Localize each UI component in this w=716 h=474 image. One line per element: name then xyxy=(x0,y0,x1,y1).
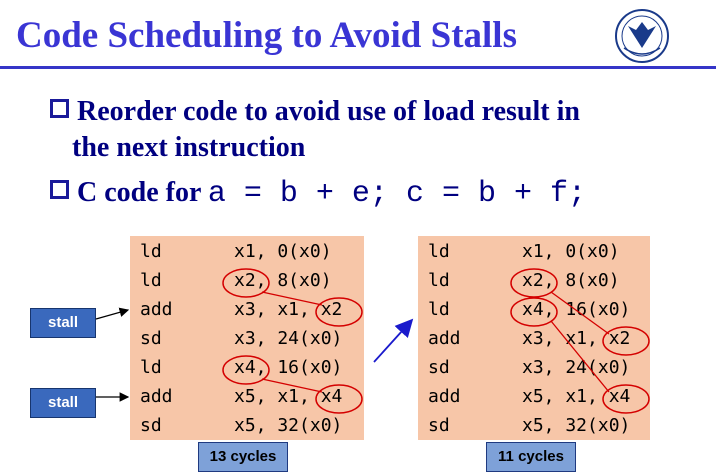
bullet-reorder-line1: Reorder code to avoid use of load result… xyxy=(77,96,580,127)
title-divider xyxy=(0,66,716,69)
opcode: ld xyxy=(140,357,162,378)
opcode: add xyxy=(428,386,461,407)
stall-label: stall xyxy=(30,388,96,418)
opcode: sd xyxy=(140,328,162,349)
original-code-block: ld x1, 0(x0) ld x2, 8(x0) add x3, x1, x2 sd… xyxy=(130,236,364,440)
opcode: sd xyxy=(140,415,162,436)
cycle-count-original: 13 cycles xyxy=(198,442,288,472)
opcode: ld xyxy=(428,299,450,320)
bullet-reorder: Reorder code to avoid use of load result… xyxy=(50,96,580,128)
university-logo xyxy=(615,9,669,63)
c-code-snippet: a = b + e; c = b + f; xyxy=(207,177,586,211)
slide-title: Code Scheduling to Avoid Stalls xyxy=(16,15,517,56)
opcode: add xyxy=(428,328,461,349)
opcode: add xyxy=(140,386,173,407)
cycle-count-scheduled: 11 cycles xyxy=(486,442,576,472)
operands: x2, 8(x0) xyxy=(234,270,332,291)
operands: x1, 0(x0) xyxy=(234,241,332,262)
operands: x2, 8(x0) xyxy=(522,270,620,291)
operands: x1, 0(x0) xyxy=(522,241,620,262)
bullet-c-code: C code for a = b + e; c = b + f; xyxy=(50,177,586,211)
operands: x5, 32(x0) xyxy=(234,415,343,436)
opcode: add xyxy=(140,299,173,320)
operands: x3, 24(x0) xyxy=(522,357,631,378)
operands: x5, x1, x4 xyxy=(522,386,631,407)
scheduled-code-block: ld x1, 0(x0) ld x2, 8(x0) ld x4, 16(x0) add… xyxy=(418,236,650,440)
operands: x3, x1, x2 xyxy=(522,328,631,349)
opcode: ld xyxy=(140,241,162,262)
opcode: ld xyxy=(428,241,450,262)
opcode: ld xyxy=(428,270,450,291)
operands: x4, 16(x0) xyxy=(234,357,343,378)
bullet-c-code-prefix: C code for xyxy=(77,177,208,208)
opcode: ld xyxy=(140,270,162,291)
opcode: sd xyxy=(428,357,450,378)
opcode: sd xyxy=(428,415,450,436)
operands: x3, x1, x2 xyxy=(234,299,343,320)
operands: x5, x1, x4 xyxy=(234,386,343,407)
transform-arrow xyxy=(373,318,414,363)
bullet-reorder-line2: the next instruction xyxy=(72,132,306,163)
square-bullet-icon xyxy=(50,180,69,199)
stall-label: stall xyxy=(30,308,96,338)
operands: x3, 24(x0) xyxy=(234,328,343,349)
square-bullet-icon xyxy=(50,99,69,118)
stall-arrow xyxy=(95,307,130,320)
operands: x4, 16(x0) xyxy=(522,299,631,320)
operands: x5, 32(x0) xyxy=(522,415,631,436)
